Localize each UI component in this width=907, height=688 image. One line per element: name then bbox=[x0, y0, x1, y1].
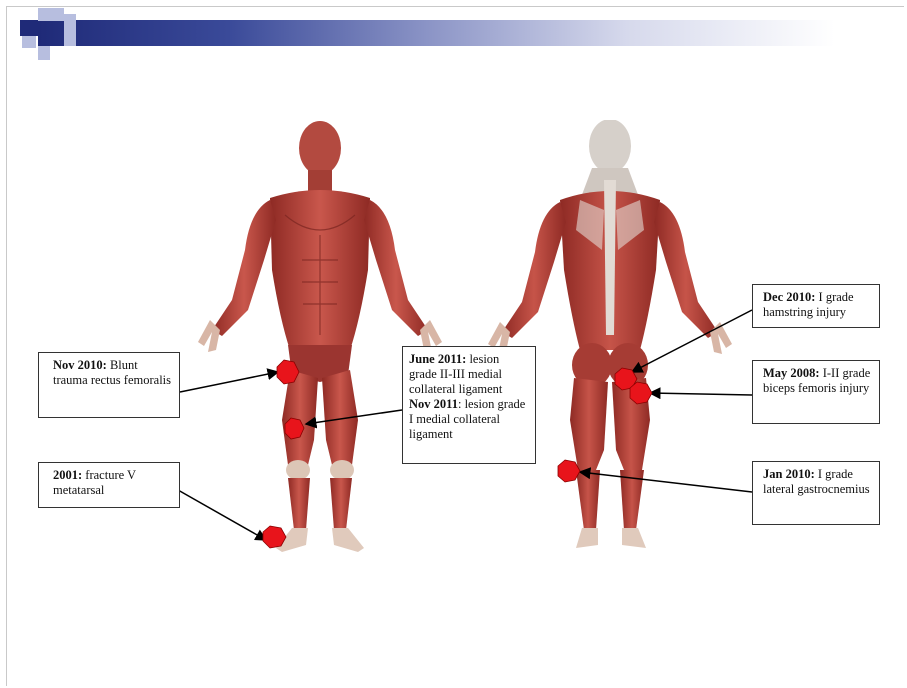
callout-nov-2010: Nov 2010: Blunt trauma rectus femoralis bbox=[38, 352, 180, 418]
callout-date: Dec 2010: bbox=[763, 290, 815, 304]
injury-marker-metatarsal bbox=[263, 526, 286, 548]
callout-2001: 2001: fracture V metatarsal bbox=[38, 462, 180, 508]
callout-may-2008: May 2008: I-II grade biceps femoris inju… bbox=[752, 360, 880, 424]
callout-date: Nov 2011 bbox=[409, 397, 458, 411]
injury-marker-rectus-femoralis bbox=[277, 360, 299, 384]
injury-marker-gastrocnemius bbox=[558, 460, 580, 482]
arrow-may2008 bbox=[650, 393, 752, 395]
callout-date: May 2008: bbox=[763, 366, 820, 380]
injury-marker-medial-collateral-ligament bbox=[285, 418, 304, 439]
callout-june-2011: June 2011: lesion grade II-III medial co… bbox=[402, 346, 536, 464]
arrow-nov2010 bbox=[180, 372, 278, 392]
callout-dec-2010: Dec 2010: I grade hamstring injury bbox=[752, 284, 880, 328]
callout-date: June 2011: bbox=[409, 352, 466, 366]
callout-jan-2010: Jan 2010: I grade lateral gastrocnemius bbox=[752, 461, 880, 525]
arrow-jan2010 bbox=[580, 472, 752, 492]
callout-date: Nov 2010: bbox=[53, 358, 107, 372]
arrow-june2011 bbox=[306, 410, 402, 424]
callout-date: 2001: bbox=[53, 468, 82, 482]
arrow-dec2010 bbox=[632, 310, 752, 372]
injury-marker-biceps-femoris bbox=[630, 382, 652, 404]
callout-date: Jan 2010: bbox=[763, 467, 815, 481]
arrow-2001 bbox=[178, 490, 266, 540]
